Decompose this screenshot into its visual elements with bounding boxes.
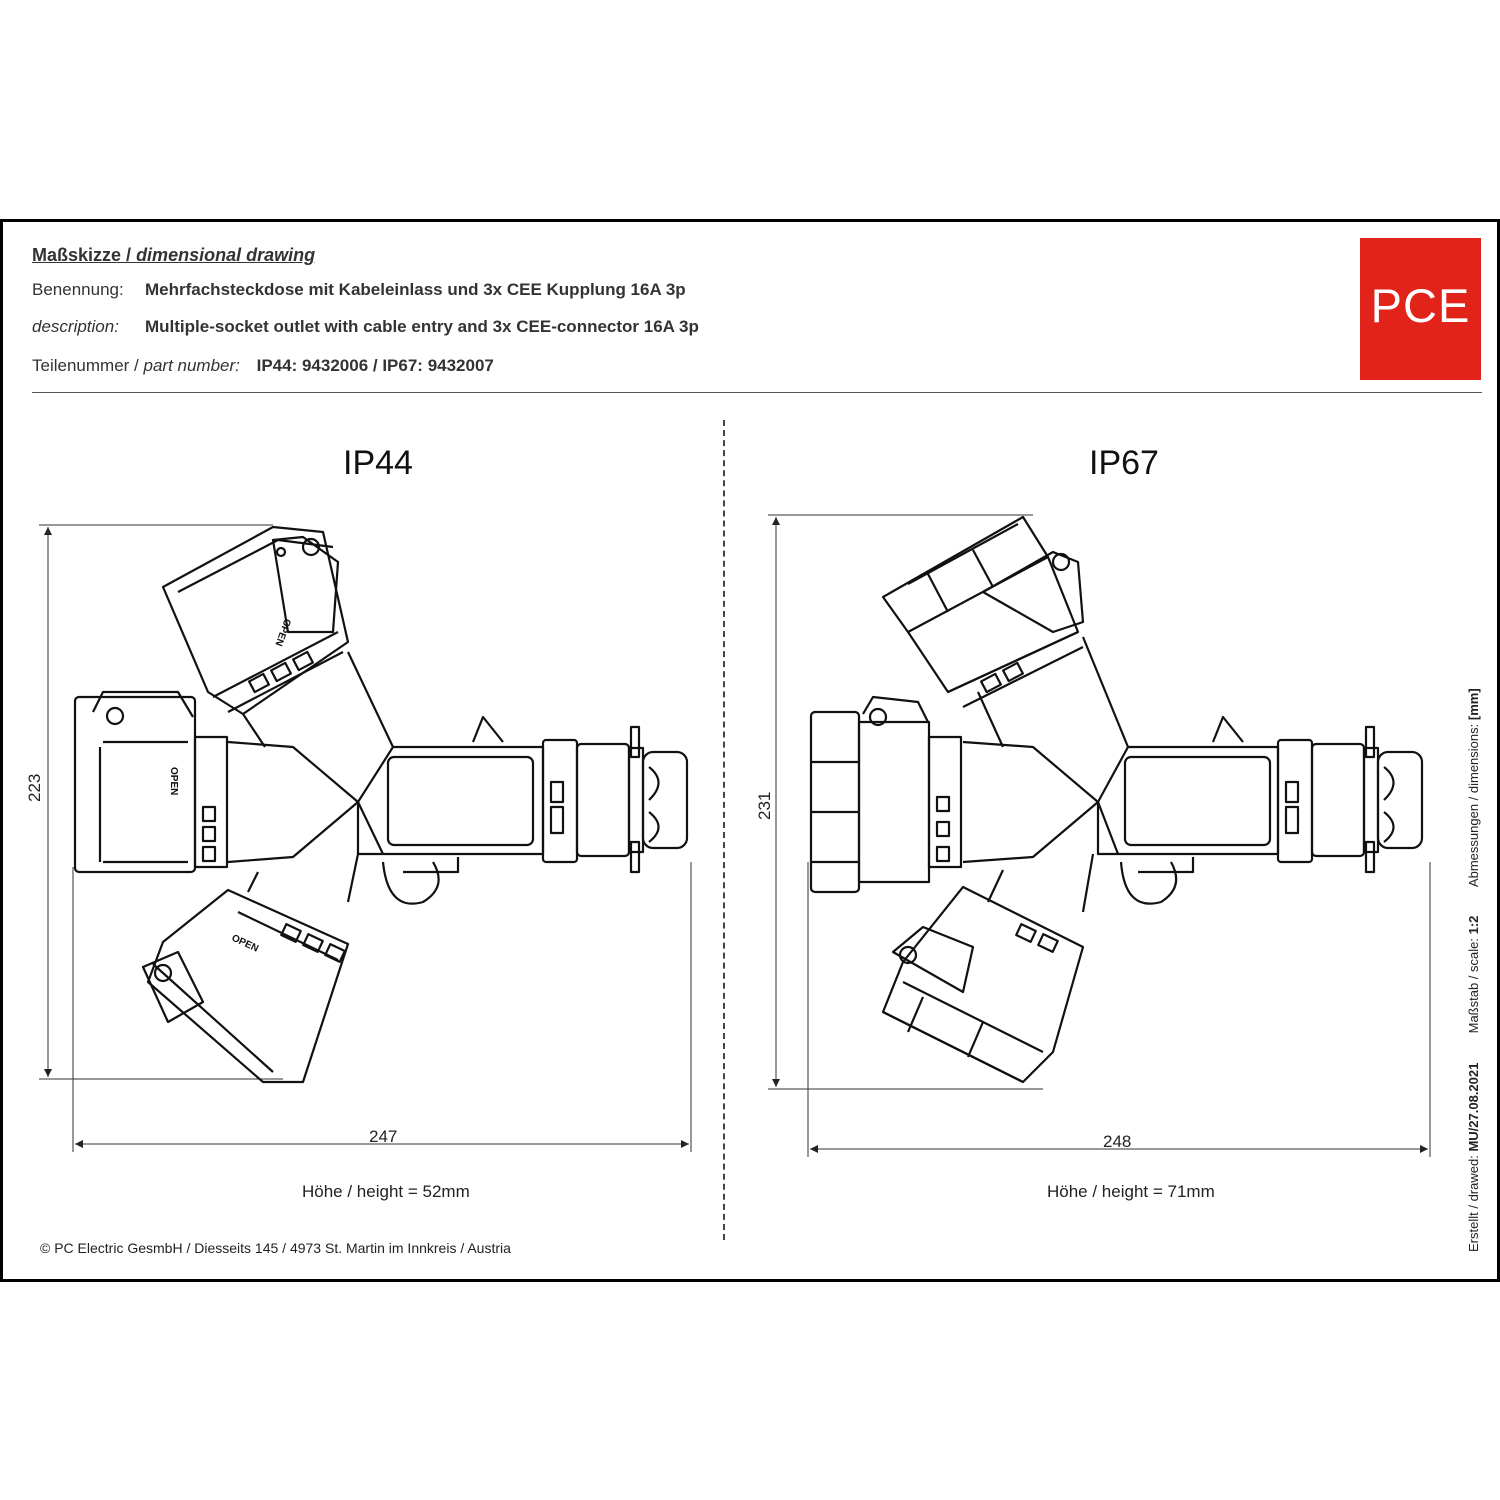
ip44-connector-body	[227, 651, 689, 905]
ip44-width-dimension: 247	[369, 1127, 398, 1146]
part-number-row: Teilenummer / part number: IP44: 9432006…	[32, 356, 494, 376]
open-label-left: OPEN	[168, 767, 179, 795]
name-value: Mehrfachsteckdose mit Kabeleinlass und 3…	[145, 280, 686, 299]
description-label: description:	[32, 317, 119, 336]
part-label-en: part number:	[143, 356, 240, 375]
dimensions-label: Abmessungen / dimensions:	[1466, 723, 1481, 888]
created-label: Erstellt / drawed:	[1466, 1155, 1481, 1252]
side-info: Erstellt / drawed: MU/27.08.2021 Maßstab…	[1466, 688, 1481, 1252]
scale-value: 1:2	[1466, 915, 1481, 935]
description-value: Multiple-socket outlet with cable entry …	[145, 317, 699, 336]
ip44-socket-bottom	[141, 888, 350, 1084]
part-label-de: Teilenummer /	[32, 356, 139, 375]
ip67-socket-bottom	[881, 885, 1085, 1084]
technical-drawing: OPEN OPEN OPEN	[39, 514, 1431, 1157]
ip44-socket-left	[73, 690, 229, 874]
pce-logo: PCE	[1360, 238, 1481, 380]
ip67-socket-left	[809, 695, 963, 894]
ip67-socket-top	[881, 515, 1085, 708]
copyright: © PC Electric GesmbH / Diesseits 145 / 4…	[40, 1240, 511, 1256]
ip44-height-dimension: 223	[25, 773, 44, 802]
logo-text: PCE	[1370, 279, 1471, 332]
drawing-sheet: Maßskizze / dimensional drawing Benennun…	[0, 219, 1500, 1282]
ip67-dimension-lines	[768, 514, 1431, 1157]
view-title-ip44: IP44	[343, 444, 413, 482]
view-title-ip67: IP67	[1089, 444, 1159, 482]
view-divider	[723, 420, 725, 1240]
ip67-connector-body	[962, 636, 1424, 913]
ip44-height-note: Höhe / height = 52mm	[302, 1182, 470, 1201]
ip44-dimension-lines	[39, 524, 692, 1152]
name-label: Benennung:	[32, 280, 124, 299]
title-de: Maßskizze /	[32, 245, 132, 265]
dimensions-value: [mm]	[1466, 688, 1481, 721]
created-value: MU/27.08.2021	[1466, 1062, 1481, 1152]
drawing-title: Maßskizze / dimensional drawing	[32, 245, 315, 266]
header-rule	[32, 392, 1482, 393]
title-en: dimensional drawing	[136, 245, 316, 265]
scale-label: Maßstab / scale:	[1466, 938, 1481, 1034]
ip44-socket-top	[161, 525, 350, 716]
ip67-width-dimension: 248	[1103, 1132, 1132, 1151]
ip67-height-note: Höhe / height = 71mm	[1047, 1182, 1215, 1201]
ip67-height-dimension: 231	[755, 791, 774, 820]
open-label-bottom: OPEN	[230, 933, 260, 955]
part-number-value: IP44: 9432006 / IP67: 9432007	[256, 356, 494, 375]
